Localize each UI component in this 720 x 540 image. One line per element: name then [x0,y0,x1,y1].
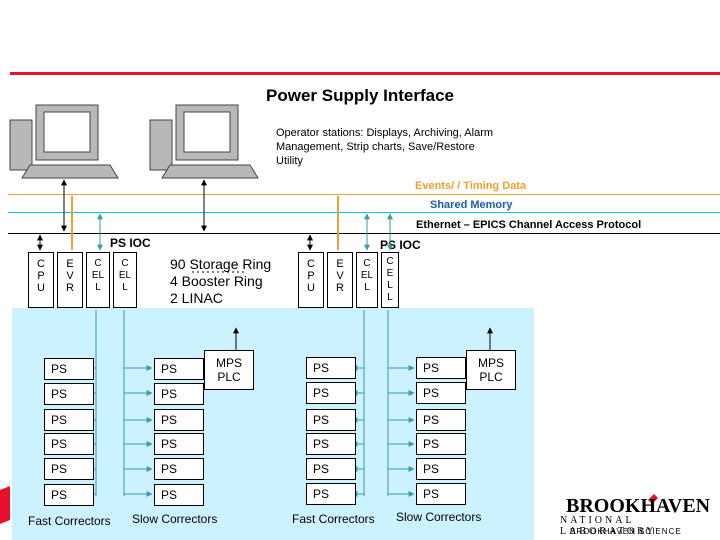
ps-unit: PS [416,409,466,431]
brookhaven-logo-mark [648,494,658,504]
events-timing-bus [8,194,720,195]
operator-stations-note: Operator stations: Displays, Archiving, … [276,127,494,167]
workstation-left-icon [9,104,119,179]
ps-unit: PS [416,483,466,505]
ps-unit: PS [44,484,94,506]
ring-count-linac: 2 LINAC [170,290,223,306]
ps-unit: PS [306,433,356,455]
evr-card-right [327,252,353,308]
ps-unit: PS [154,484,204,506]
workstation-right-icon [149,104,259,179]
ps-ioc-left-label: PS IOC [110,236,151,250]
ps-unit: PS [416,382,466,404]
ps-unit: PS [154,409,204,431]
ring-count-booster: 4 Booster Ring [170,273,263,289]
shared-memory-bus [8,212,720,213]
evr-card-left [57,252,83,308]
ring-count-storage: 90 Storage Ring [170,256,272,272]
cpu-card-left [28,252,54,308]
brookhaven-logo-name: BROOKHAVEN [566,495,711,517]
header-rule [10,72,720,75]
cell-card-left-1 [86,252,110,308]
brookhaven-logo-sub: NATIONAL LABORATORY [560,515,657,537]
cpu-card-right [298,252,324,308]
ps-unit: PS [416,357,466,379]
ps-unit: PS [306,409,356,431]
ps-unit: PS [154,383,204,405]
ps-unit: PS [154,433,204,455]
ps-unit: PS [44,358,94,380]
ps-unit: PS [154,358,204,380]
ps-unit: PS [416,458,466,480]
ps-unit: PS [306,357,356,379]
cell-card-left-2 [113,252,137,308]
ps-unit: PS [44,458,94,480]
ps-unit: PS [154,458,204,480]
shared-memory-label: Shared Memory [430,199,513,211]
ps-unit: PS [44,383,94,405]
brookhaven-logo-tag: BROOKHAVEN SCIENCE [570,527,682,536]
page-title: Power Supply Interface [266,86,454,105]
ps-unit: PS [306,483,356,505]
fast-correctors-left-caption: Fast Correctors [28,514,111,528]
ps-unit: PS [306,382,356,404]
ps-unit: PS [44,409,94,431]
ps-unit: PS [306,458,356,480]
ps-unit: PS [44,433,94,455]
ethernet-label: Ethernet – EPICS Channel Access Protocol [416,219,642,231]
events-timing-label: Events/ / Timing Data [415,180,527,192]
cell-card-right-1 [356,252,378,308]
slow-correctors-right-caption: Slow Correctors [396,510,482,524]
cell-card-right-2 [381,252,399,308]
partner-logo-fragment [0,486,10,524]
fast-correctors-right-caption: Fast Correctors [292,512,375,526]
slow-correctors-left-caption: Slow Correctors [132,512,218,526]
ps-unit: PS [416,433,466,455]
